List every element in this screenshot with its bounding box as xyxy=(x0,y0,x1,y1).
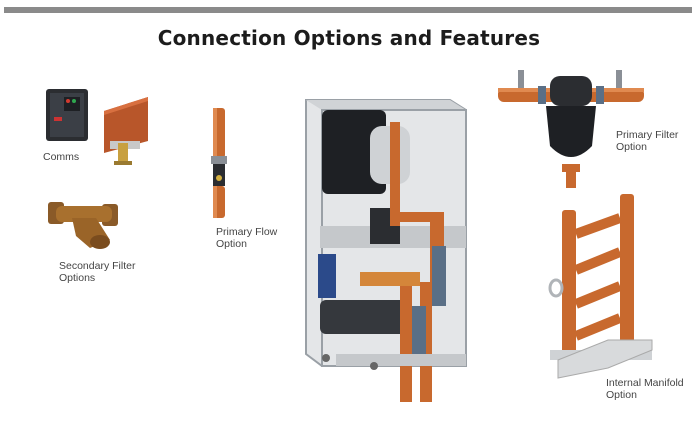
page-title: Connection Options and Features xyxy=(157,26,541,50)
internal-manifold-illustration xyxy=(548,194,653,379)
internal-manifold-label: Internal Manifold Option xyxy=(606,377,684,401)
main-unit-illustration xyxy=(305,99,467,402)
primary-filter-label: Primary Filter Option xyxy=(616,129,679,153)
primary-flow-illustration xyxy=(211,108,227,218)
primary-filter-illustration xyxy=(498,70,644,188)
primary-flow-label: Primary Flow Option xyxy=(216,226,278,250)
secondary-filter-label: Secondary Filter Options xyxy=(59,260,136,284)
header-rule xyxy=(4,7,692,13)
comms-illustration xyxy=(46,89,148,165)
secondary-filter-illustration xyxy=(48,202,118,249)
comms-label: Comms xyxy=(43,151,80,163)
